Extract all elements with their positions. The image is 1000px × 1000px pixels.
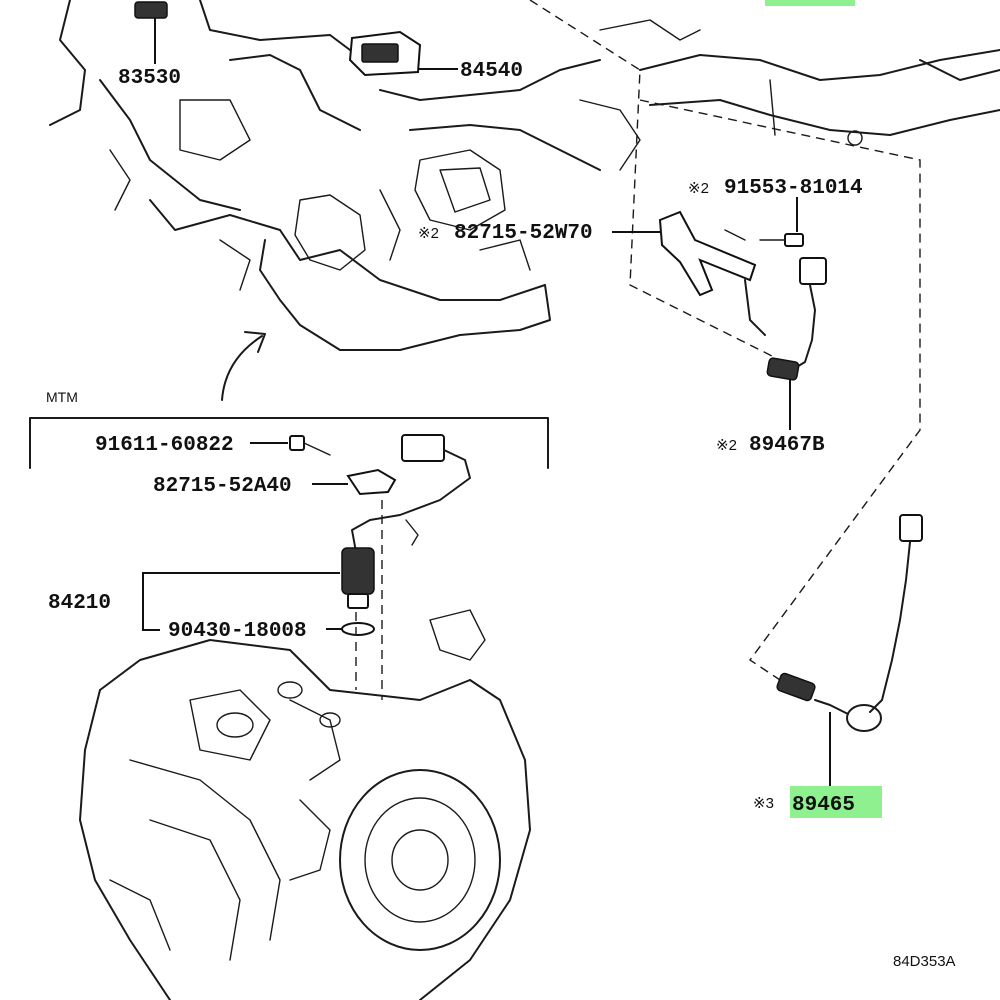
part-82715-52A40-bracket[interactable] [312,468,397,496]
part-90430-18008-o-ring[interactable] [326,622,375,636]
label-82715-52W70[interactable]: 82715-52W70 [454,222,593,245]
part-91553-81014-bolt[interactable] [759,197,804,247]
part-84210-speed-sensor[interactable] [341,434,471,609]
highlight-89465 [790,786,882,818]
diagram-code: 84D353A [893,953,956,970]
label-89465[interactable]: 89465 [792,794,855,817]
label-91553-81014[interactable]: 91553-81014 [724,177,863,200]
label-89465-mark: ※3 [753,795,774,812]
label-91553-81014-mark: ※2 [688,180,709,197]
label-90430-18008[interactable]: 90430-18008 [168,620,307,643]
label-82715-52A40[interactable]: 82715-52A40 [153,475,292,498]
section-label-mtm: MTM [46,389,78,405]
highlight-top-fragment [765,0,855,6]
part-91611-60822-bolt[interactable] [250,435,331,456]
part-89467B-oxygen-sensor[interactable] [744,257,827,430]
label-84210[interactable]: 84210 [48,592,111,615]
label-91611-60822[interactable]: 91611-60822 [95,434,234,457]
label-89467B[interactable]: 89467B [749,434,825,457]
transmission-illustration [79,609,531,1000]
label-84540[interactable]: 84540 [460,60,523,83]
engine-block-illustration [49,0,701,351]
label-82715-52W70-mark: ※2 [418,225,439,242]
exhaust-pipe-illustration [639,49,1000,146]
leader-84210 [142,572,340,631]
part-84540-switch[interactable] [348,30,458,77]
part-89465-oxygen-sensor[interactable] [776,514,923,792]
reference-arrow [221,335,263,401]
part-82715-52W70-bracket[interactable] [612,210,757,297]
arrow-head-icon [244,331,266,353]
label-89467B-mark: ※2 [716,437,737,454]
label-83530[interactable]: 83530 [118,67,181,90]
part-83530-sensor[interactable] [134,1,168,64]
mtm-section-frame [29,417,549,469]
